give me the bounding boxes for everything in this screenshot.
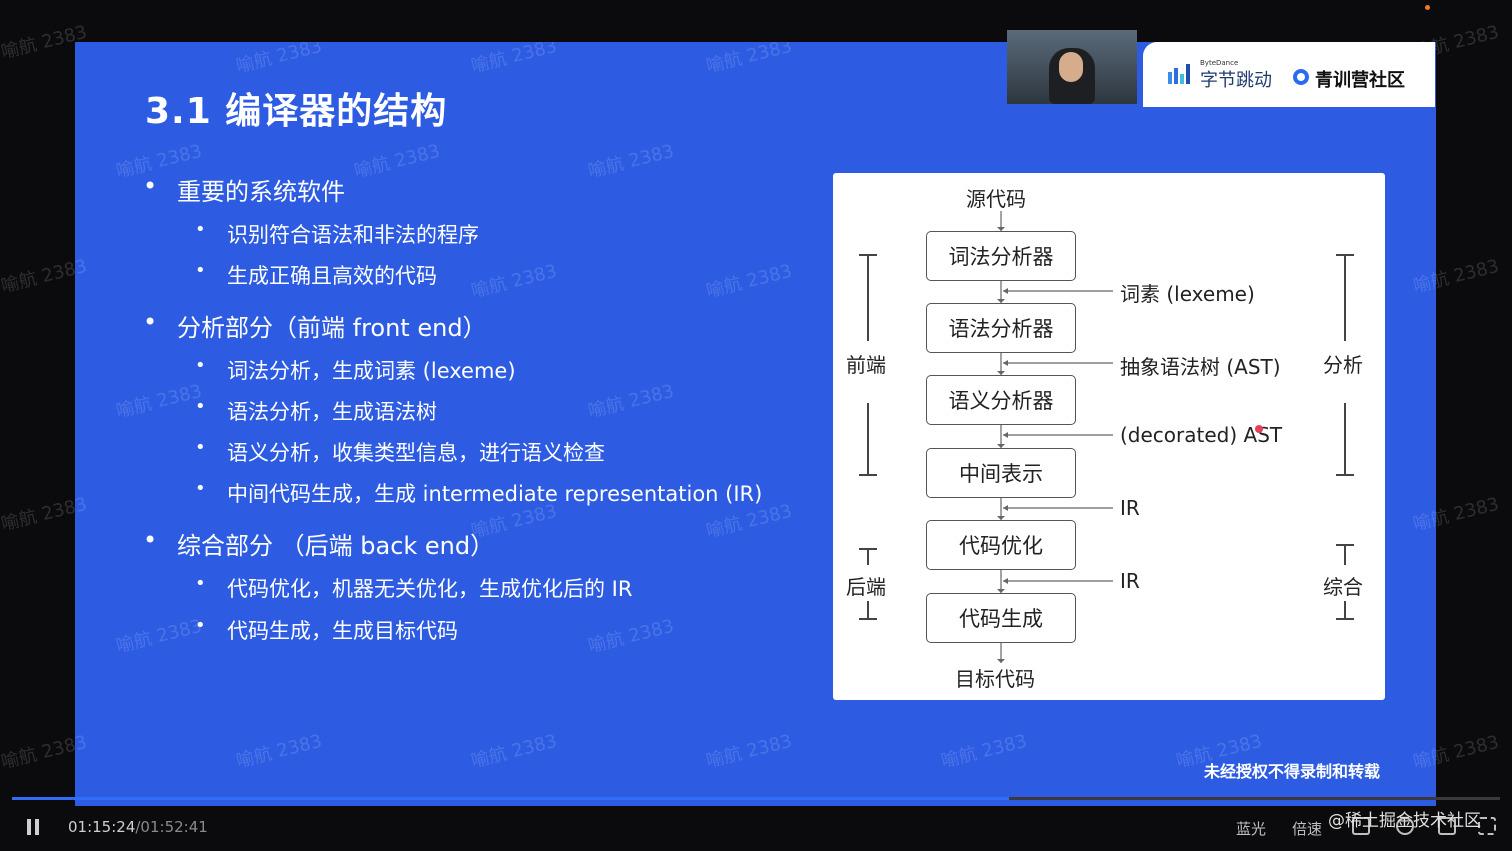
front-end-group-label: 前端 xyxy=(846,353,886,377)
laser-pointer-dot xyxy=(1255,425,1263,433)
player-controls: 01:15:24/01:52:41 蓝光 倍速 @稀土掘金技术社区 xyxy=(0,806,1512,851)
sub-bullet: 语义分析，收集类型信息，进行语义检查 xyxy=(195,437,605,467)
video-progress-fill xyxy=(12,797,1009,800)
bullet-back-end: 综合部分 （后端 back end） xyxy=(143,526,494,561)
watermark: 喻航 2383 xyxy=(586,615,677,658)
watermark: 喻航 2383 xyxy=(114,615,205,658)
sub-bullet: 中间代码生成，生成 intermediate representation (I… xyxy=(195,478,762,508)
watermark: 喻航 2383 xyxy=(114,380,205,423)
watermark: 喻航 2383 xyxy=(1411,21,1502,64)
sub-bullet: 词法分析，生成词素 (lexeme) xyxy=(195,355,516,385)
notification-dot xyxy=(1425,5,1430,10)
lexer-box: 词法分析器 xyxy=(926,231,1076,281)
ir-box: 中间表示 xyxy=(926,448,1076,498)
quality-button[interactable]: 蓝光 xyxy=(1236,820,1267,838)
bytedance-english-label: ByteDance xyxy=(1200,59,1239,67)
sub-bullet: 代码生成，生成目标代码 xyxy=(195,615,458,645)
analysis-group-label: 分析 xyxy=(1323,353,1363,377)
bullet-front-end: 分析部分（前端 front end） xyxy=(143,308,487,343)
synthesis-group-label: 综合 xyxy=(1323,575,1363,599)
volume-icon[interactable] xyxy=(1396,817,1414,835)
video-progress-bar[interactable] xyxy=(12,797,1500,800)
sub-bullet: 生成正确且高效的代码 xyxy=(195,260,437,290)
slide-title: 3.1 编译器的结构 xyxy=(145,91,448,132)
back-end-group-label: 后端 xyxy=(846,575,886,599)
watermark: 喻航 2383 xyxy=(704,260,795,303)
watermark: 喻航 2383 xyxy=(586,140,677,183)
qingxun-label: 青训营社区 xyxy=(1315,70,1405,91)
danmaku-icon[interactable] xyxy=(1352,817,1370,835)
watermark: 喻航 2383 xyxy=(704,730,795,773)
sub-bullet: 代码优化，机器无关优化，生成优化后的 IR xyxy=(195,573,632,603)
watermark: 喻航 2383 xyxy=(586,380,677,423)
presentation-slide: 3.1 编译器的结构 重要的系统软件 识别符合语法和非法的程序 生成正确且高效的… xyxy=(75,42,1436,806)
edge-label-ir: IR xyxy=(1120,496,1140,520)
bytedance-logo-icon xyxy=(1168,64,1190,84)
fullscreen-icon[interactable] xyxy=(1478,817,1496,835)
semantic-analyzer-box: 语义分析器 xyxy=(926,375,1076,425)
watermark: 喻航 2383 xyxy=(469,42,560,78)
edge-label-lexeme: 词素 (lexeme) xyxy=(1120,282,1255,306)
copyright-notice: 未经授权不得录制和转载 xyxy=(1203,762,1380,781)
watermark: 喻航 2383 xyxy=(234,730,325,773)
qingxun-logo-icon xyxy=(1293,69,1309,85)
presenter-face xyxy=(1059,52,1083,82)
sub-bullet: 识别符合语法和非法的程序 xyxy=(195,219,479,249)
codegen-box: 代码生成 xyxy=(926,593,1076,643)
watermark: 喻航 2383 xyxy=(469,260,560,303)
parser-box: 语法分析器 xyxy=(926,303,1076,353)
pause-button[interactable] xyxy=(26,819,40,835)
edge-label-ast: 抽象语法树 (AST) xyxy=(1120,355,1281,379)
playback-time: 01:15:24/01:52:41 xyxy=(68,818,208,836)
target-code-label: 目标代码 xyxy=(955,667,1035,691)
edge-label-ir-optimized: IR xyxy=(1120,569,1140,593)
watermark: 喻航 2383 xyxy=(469,730,560,773)
bullet-system-software: 重要的系统软件 xyxy=(143,172,345,207)
compiler-structure-diagram: 源代码 词法分析器 语法分析器 语义分析器 中间表示 代码优化 代码生成 目标代… xyxy=(833,173,1385,700)
watermark: 喻航 2383 xyxy=(939,730,1030,773)
site-watermark: @稀土掘金技术社区 xyxy=(1328,811,1481,831)
source-code-label: 源代码 xyxy=(966,187,1026,211)
sub-bullet: 语法分析，生成语法树 xyxy=(195,396,437,426)
watermark: 喻航 2383 xyxy=(704,42,795,78)
watermark: 喻航 2383 xyxy=(234,42,325,78)
logo-bar: ByteDance 字节跳动 青训营社区 xyxy=(1143,42,1435,107)
picture-in-picture-icon[interactable] xyxy=(1438,817,1456,835)
optimizer-box: 代码优化 xyxy=(926,520,1076,570)
watermark: 喻航 2383 xyxy=(352,140,443,183)
presenter-camera xyxy=(1007,30,1137,104)
speed-button[interactable]: 倍速 xyxy=(1292,820,1323,838)
diagram-lines xyxy=(859,211,1354,663)
bytedance-label: 字节跳动 xyxy=(1200,70,1272,91)
